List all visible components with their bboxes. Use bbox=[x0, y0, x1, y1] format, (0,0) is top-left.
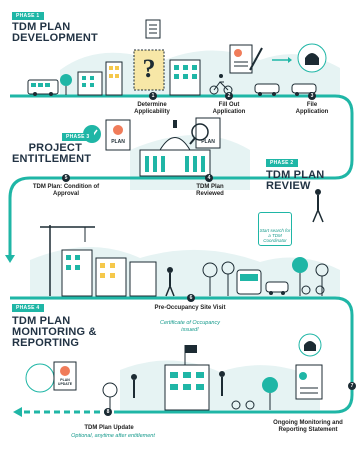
reviewer-person-icon bbox=[312, 189, 324, 223]
step-8-number: 8 bbox=[104, 408, 112, 416]
arrow-right-icon bbox=[272, 57, 292, 63]
capitol-icon-2 bbox=[298, 333, 322, 357]
process-path bbox=[8, 94, 354, 255]
step-1-label: Determine Applicability bbox=[134, 102, 170, 115]
building-under-construction bbox=[61, 249, 157, 297]
bicycle-icon bbox=[209, 74, 233, 95]
bus-icon bbox=[27, 79, 59, 96]
phase-4-title: TDM PLAN MONITORING & REPORTING bbox=[12, 315, 97, 349]
phase-4-tag: PHASE 4 bbox=[12, 304, 44, 312]
step-6-label: Pre-Occupancy Site Visit bbox=[154, 305, 226, 311]
phase-2-tag: PHASE 2 bbox=[266, 159, 298, 167]
capitol-icon bbox=[297, 43, 327, 73]
step-6-number: 6 bbox=[187, 294, 195, 302]
phase-2-title: TDM PLAN REVIEW bbox=[266, 169, 325, 192]
step-1-number: 1 bbox=[149, 92, 157, 100]
phase-3-title: PROJECT ENTITLEMENT bbox=[12, 142, 92, 165]
step-8-label: TDM Plan Update bbox=[84, 425, 134, 431]
bicycle-icon-3 bbox=[231, 400, 255, 410]
magnifier-plan-icon bbox=[189, 117, 221, 149]
plan-label: PLAN bbox=[111, 139, 125, 145]
step-3-label: File Application bbox=[295, 102, 329, 115]
crane-icon bbox=[40, 225, 95, 296]
step-5-label: TDM Plan: Condition of Approval bbox=[32, 184, 100, 197]
building-icon-2 bbox=[169, 59, 201, 96]
application-document-icon bbox=[229, 44, 263, 74]
bicycle-icon-2 bbox=[301, 285, 325, 295]
bus-icon-2 bbox=[236, 269, 262, 295]
step-7-label: Ongoing Monitoring and Reporting Stateme… bbox=[273, 420, 343, 433]
step-3-number: 3 bbox=[308, 92, 316, 100]
pedestrians bbox=[131, 371, 225, 398]
phase-1-tag: PHASE 1 bbox=[12, 12, 44, 20]
step-7-number: 7 bbox=[348, 382, 356, 390]
car-icon bbox=[254, 83, 317, 96]
tree-icons bbox=[202, 257, 329, 296]
plan-label-2: PLAN bbox=[201, 139, 215, 145]
inspector-person-icon bbox=[165, 267, 175, 297]
step-6-note: Certificate of Occupancy issued! bbox=[160, 320, 220, 333]
car-icon-2 bbox=[265, 281, 289, 295]
flag-icon bbox=[184, 345, 197, 365]
building-icon bbox=[77, 61, 123, 96]
phase-1-title: TDM PLAN DEVELOPMENT bbox=[12, 21, 98, 44]
step-2-label: Fill Out Application bbox=[212, 102, 246, 115]
plan-document-icon bbox=[105, 119, 131, 151]
tree-icons-2 bbox=[102, 377, 278, 410]
phase-3-tag: PHASE 3 bbox=[62, 133, 94, 141]
step-4-number: 4 bbox=[205, 174, 213, 182]
document-icon bbox=[145, 19, 161, 39]
tree-icon bbox=[60, 74, 72, 95]
capitol-building bbox=[139, 120, 211, 177]
step-8-note: Optional, anytime after entitlement bbox=[71, 433, 155, 439]
process-path-lower bbox=[10, 296, 354, 414]
question-document-icon bbox=[133, 49, 165, 91]
tdm-coordinator-callout: Start search for a TDM Coordinator bbox=[258, 212, 292, 246]
step-5-number: 5 bbox=[62, 174, 70, 182]
step-2-number: 2 bbox=[225, 92, 233, 100]
question-mark-text: ? bbox=[142, 54, 156, 83]
office-building bbox=[164, 364, 210, 411]
checklist-icon bbox=[295, 364, 323, 400]
plan-update-icon bbox=[25, 361, 77, 393]
plan-update-label: PLAN UPDATE bbox=[57, 378, 73, 386]
step-4-label: TDM Plan Reviewed bbox=[196, 184, 224, 197]
